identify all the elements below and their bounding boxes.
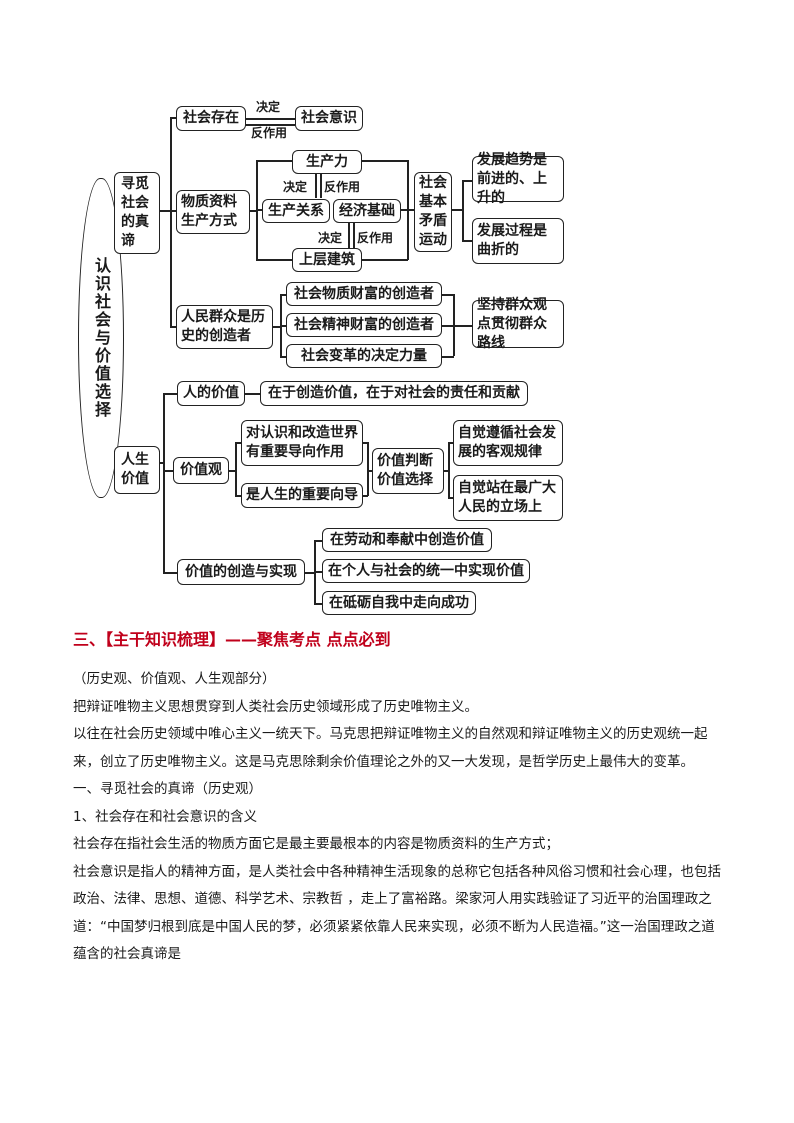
section-subheading: 一、寻觅社会的真谛（历史观） <box>73 781 262 797</box>
connector <box>280 325 286 327</box>
node-social-existence: 社会存在 <box>176 106 246 131</box>
section-heading: 三、【主干知识梳理】——聚焦考点 点点必到 <box>73 630 391 649</box>
connector <box>448 497 454 499</box>
connector <box>235 442 237 496</box>
connector <box>248 210 256 212</box>
react-label: 反作用 <box>324 180 361 194</box>
connector <box>462 180 474 182</box>
document-body: 三、【主干知识梳理】——聚焦考点 点点必到 （历史观、价值观、人生观部分） 把辩… <box>73 628 723 969</box>
paragraph: 社会意识是指人的精神方面，是人类社会中各种精神生活现象的总称它包括各种风俗习惯和… <box>73 863 721 963</box>
connector <box>272 326 280 328</box>
node-mass-line: 坚持群众观点贯彻群众路线 <box>472 297 564 351</box>
connector <box>367 470 373 472</box>
connector <box>400 209 414 211</box>
decide-arrow <box>315 172 317 198</box>
connector <box>448 442 450 498</box>
react-label: 反作用 <box>357 231 394 245</box>
connector <box>280 294 286 296</box>
node-value-judgment: 价值判断价值选择 <box>372 448 444 494</box>
connector <box>367 442 369 496</box>
connector <box>158 210 170 212</box>
connector <box>448 442 454 444</box>
connector <box>314 571 322 573</box>
connector <box>256 259 292 261</box>
node-mode-of-production: 物质资料生产方式 <box>176 190 250 234</box>
node-human-value-desc: 在于创造价值，在于对社会的责任和贡献 <box>260 381 528 406</box>
decide-label: 决定 <box>283 180 308 194</box>
paragraph: 社会存在指社会生活的物质方面它是最主要最根本的内容是物质资料的生产方式； <box>73 836 559 852</box>
connector <box>462 240 474 242</box>
node-process: 发展过程是曲折的 <box>472 218 564 264</box>
connector <box>163 470 173 472</box>
connector <box>362 442 368 444</box>
branch-society: 寻觅社会的真谛 <box>114 172 160 254</box>
connector <box>170 326 178 328</box>
connector <box>228 470 236 472</box>
connector <box>235 495 241 497</box>
connector <box>163 393 165 573</box>
connector <box>256 209 264 211</box>
connector <box>362 495 368 497</box>
connector <box>443 470 449 472</box>
connector <box>462 180 464 240</box>
connector <box>360 259 408 261</box>
react-label: 反作用 <box>251 126 288 140</box>
connector <box>245 393 261 395</box>
node-people-stand: 自觉站在最广大人民的立场上 <box>453 475 563 521</box>
node-trend: 发展趋势是前进的、上升的 <box>472 152 564 206</box>
react-arrow <box>320 172 322 198</box>
connector <box>163 572 177 574</box>
connector <box>305 572 315 574</box>
paragraph: 以往在社会历史领域中唯心主义一统天下。马克思把辩证唯物主义的自然观和辩证唯物主义… <box>73 726 708 770</box>
node-follow-law: 自觉遵循社会发展的客观规律 <box>453 420 563 466</box>
react-arrow <box>353 222 355 248</box>
node-superstructure: 上层建筑 <box>292 248 362 272</box>
connector <box>235 442 241 444</box>
connector <box>280 356 286 358</box>
concept-map: 决定 反作用 决定 反作用 决定 反作用 认识社会与价 <box>78 100 564 615</box>
decide-label: 决定 <box>256 100 281 114</box>
paragraph: （历史观、价值观、人生观部分） <box>73 671 276 687</box>
react-arrow <box>245 124 295 126</box>
node-human-value: 人的价值 <box>177 381 245 406</box>
connector <box>256 160 292 162</box>
branch-life-value: 人生价值 <box>114 446 160 494</box>
node-values: 价值观 <box>173 457 229 484</box>
node-economic-base: 经济基础 <box>333 199 401 223</box>
node-self-improvement: 在砥砺自我中走向成功 <box>322 591 476 615</box>
connector <box>360 160 408 162</box>
node-productivity: 生产力 <box>292 150 362 174</box>
connector <box>170 210 178 212</box>
connector <box>442 294 454 296</box>
subsection-heading: 1、社会存在和社会意识的含义 <box>73 808 258 825</box>
node-basic-contradiction: 社会基本矛盾运动 <box>414 172 452 252</box>
node-spiritual-wealth: 社会精神财富的创造者 <box>286 313 442 337</box>
connector <box>442 356 454 358</box>
connector <box>170 117 172 327</box>
paragraph: 把辩证唯物主义思想贯穿到人类社会历史领域形成了历史唯物主义。 <box>73 698 478 715</box>
connector <box>442 325 472 327</box>
node-guiding-role: 对认识和改造世界有重要导向作用 <box>241 420 363 466</box>
connector <box>314 540 322 542</box>
connector <box>451 209 463 211</box>
decide-arrow <box>348 222 350 248</box>
node-decisive-force: 社会变革的决定力量 <box>286 344 442 368</box>
node-material-wealth: 社会物质财富的创造者 <box>286 282 442 306</box>
node-production-relations: 生产关系 <box>262 199 330 223</box>
connector <box>453 294 455 356</box>
decide-label: 决定 <box>318 231 343 245</box>
decide-arrow <box>245 118 295 120</box>
node-masses: 人民群众是历史的创造者 <box>176 305 273 349</box>
node-social-consciousness: 社会意识 <box>295 106 363 131</box>
connector <box>170 117 178 119</box>
node-life-guide: 是人生的重要向导 <box>241 483 363 508</box>
node-labor-dedication: 在劳动和奉献中创造价值 <box>322 528 492 552</box>
connector <box>163 393 177 395</box>
node-value-creation: 价值的创造与实现 <box>177 559 305 585</box>
connector <box>314 603 322 605</box>
node-unity: 在个人与社会的统一中实现价值 <box>322 559 530 583</box>
